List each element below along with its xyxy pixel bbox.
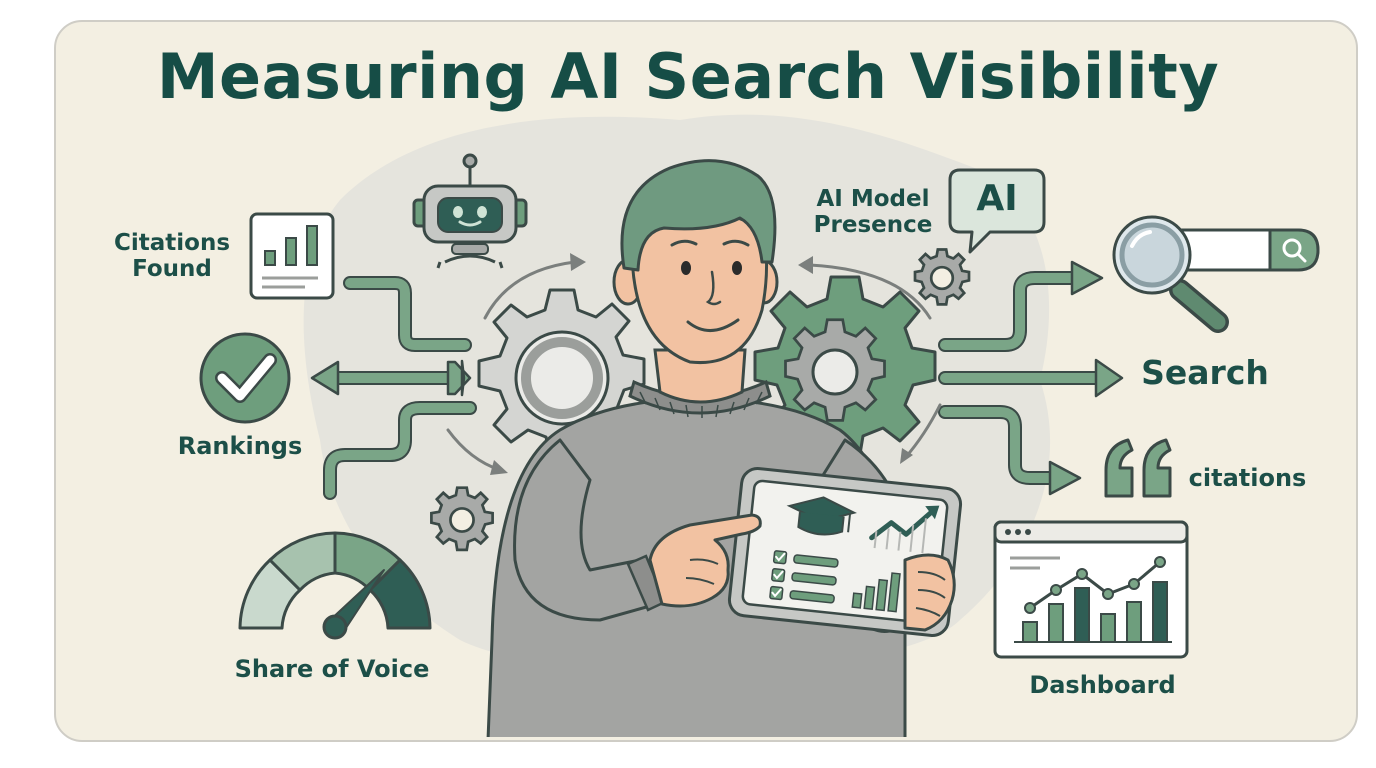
magnifier-search-bar-icon [1112,215,1320,333]
gauge-icon [238,531,432,640]
curved-arrows [446,260,942,472]
dashboard-chart-icon [993,520,1189,659]
graduation-cap-icon [786,496,857,536]
ai-badge-text: AI [976,178,1018,219]
hands [648,513,956,632]
label-rankings: Rankings [177,432,303,460]
page-title: Measuring AI Search Visibility [156,40,1220,113]
label-share-of-voice: Share of Voice [234,655,430,683]
label-ai-model-presence: AI Model Presence [813,186,933,239]
arrow-heads [310,260,1124,496]
bar-chart-card-icon [249,212,335,300]
curved-arrow-heads [490,253,913,475]
label-citations: citations [1188,464,1307,492]
checkmark-circle-icon [199,332,291,424]
arrow-fills [320,273,1105,498]
ai-speech-bubble-icon [948,168,1046,254]
quote-marks-icon [1104,438,1172,498]
tablet-icon [727,466,963,638]
label-dashboard: Dashboard [1029,671,1176,699]
label-search: Search [1141,353,1269,392]
robot-icon [412,153,528,269]
label-citations-found: Citations Found [113,230,231,283]
gear-icon [913,248,971,306]
gear-icon [430,486,494,552]
